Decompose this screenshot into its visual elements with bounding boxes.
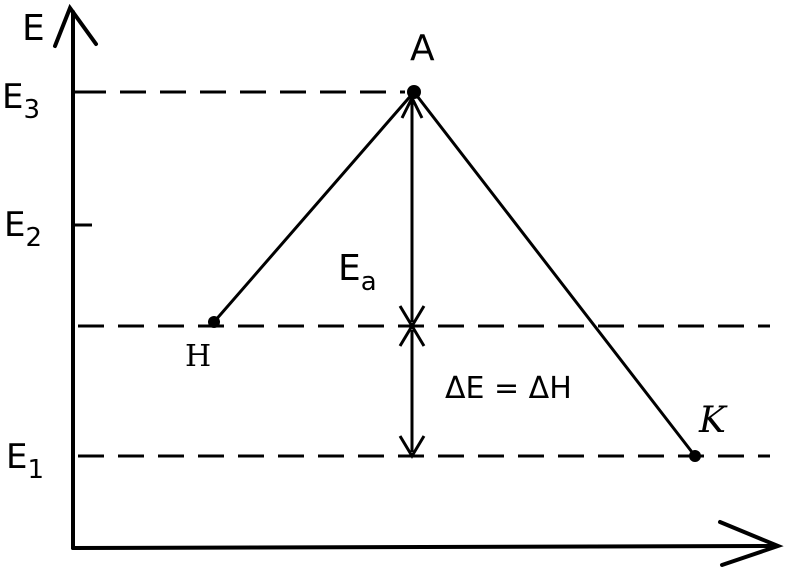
x-axis-arrowhead [718, 520, 784, 567]
level-e1-sub: 1 [27, 455, 44, 485]
y-axis-arrowhead [53, 3, 98, 48]
activation-sub: a [361, 267, 377, 297]
point-a-label: A [410, 28, 435, 69]
delta-relation-label: ΔE = ΔH [445, 371, 572, 406]
activation-energy-arrow [398, 94, 426, 329]
y-axis [53, 3, 98, 550]
delta-energy-arrow [398, 323, 426, 459]
level-e1-base: E [6, 437, 27, 477]
activation-base: E [338, 248, 361, 289]
activation-energy-label: Ea [338, 248, 377, 297]
y-axis-label: E [22, 8, 45, 49]
level-e2-base: E [4, 205, 25, 245]
level-e1-label: E1 [6, 437, 44, 485]
point-k-label: K [698, 400, 728, 441]
level-e2-sub: 2 [25, 223, 42, 253]
point-a [407, 85, 421, 99]
point-h [208, 316, 220, 328]
x-axis [71, 520, 784, 567]
level-e3-sub: 3 [23, 95, 40, 125]
point-h-label: H [185, 339, 211, 374]
level-e3-base: E [2, 77, 23, 117]
level-e2-label: E2 [4, 205, 42, 253]
point-k [689, 450, 701, 462]
level-e3-label: E3 [2, 77, 40, 125]
